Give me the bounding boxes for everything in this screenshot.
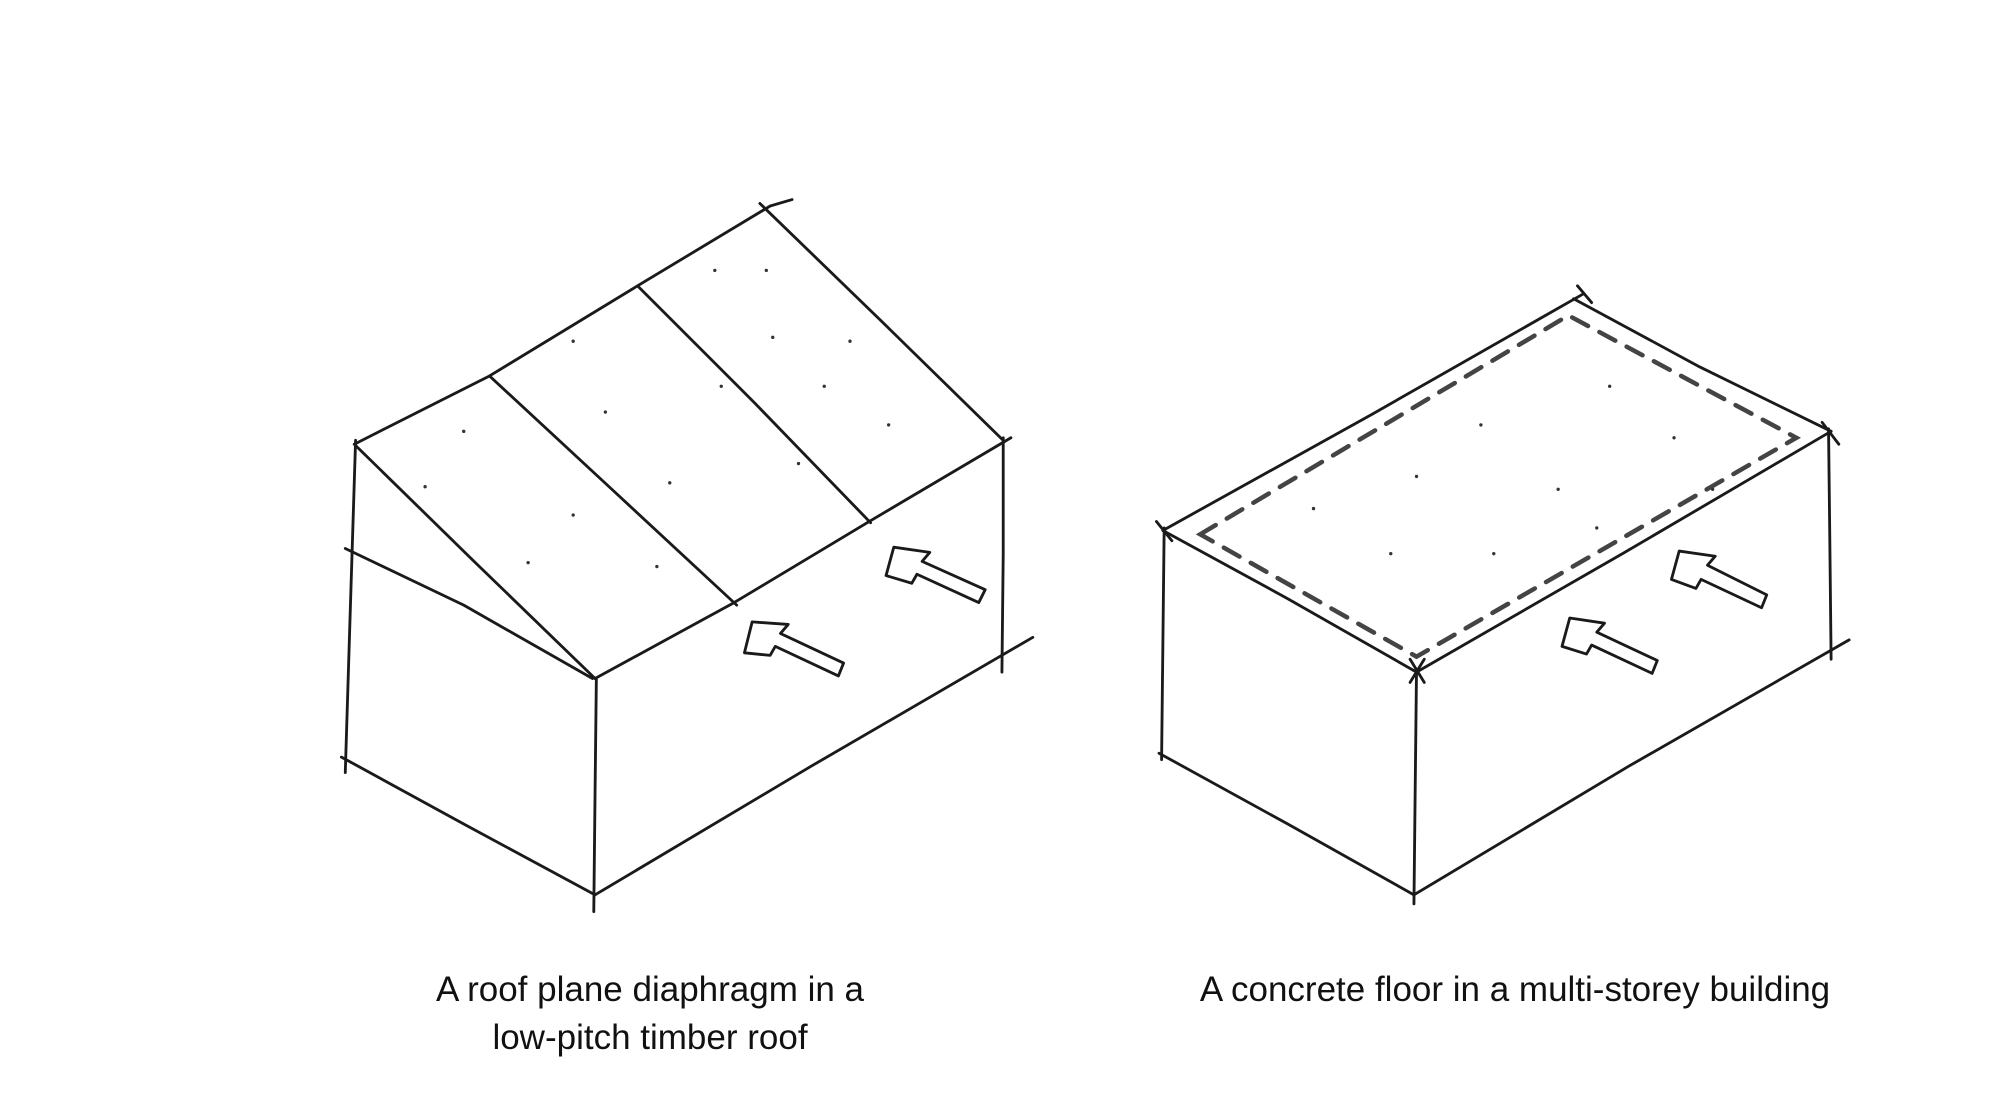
- right-caption: A concrete floor in a multi-storey build…: [1199, 970, 1831, 1009]
- concrete-floor-sketch: [1155, 284, 1851, 906]
- right-arrow-upper: [1670, 549, 1769, 610]
- left-caption: A roof plane diaphragm in a low-pitch ti…: [300, 966, 1000, 1062]
- left-arrow-upper: [884, 545, 987, 604]
- left-caption-line1: A roof plane diaphragm in a: [435, 970, 865, 1009]
- left-arrow-lower: [743, 620, 845, 678]
- timber-roof-sketch: [340, 198, 1035, 913]
- left-caption-line2: low-pitch timber roof: [492, 1018, 808, 1057]
- right-arrow-lower: [1560, 616, 1659, 675]
